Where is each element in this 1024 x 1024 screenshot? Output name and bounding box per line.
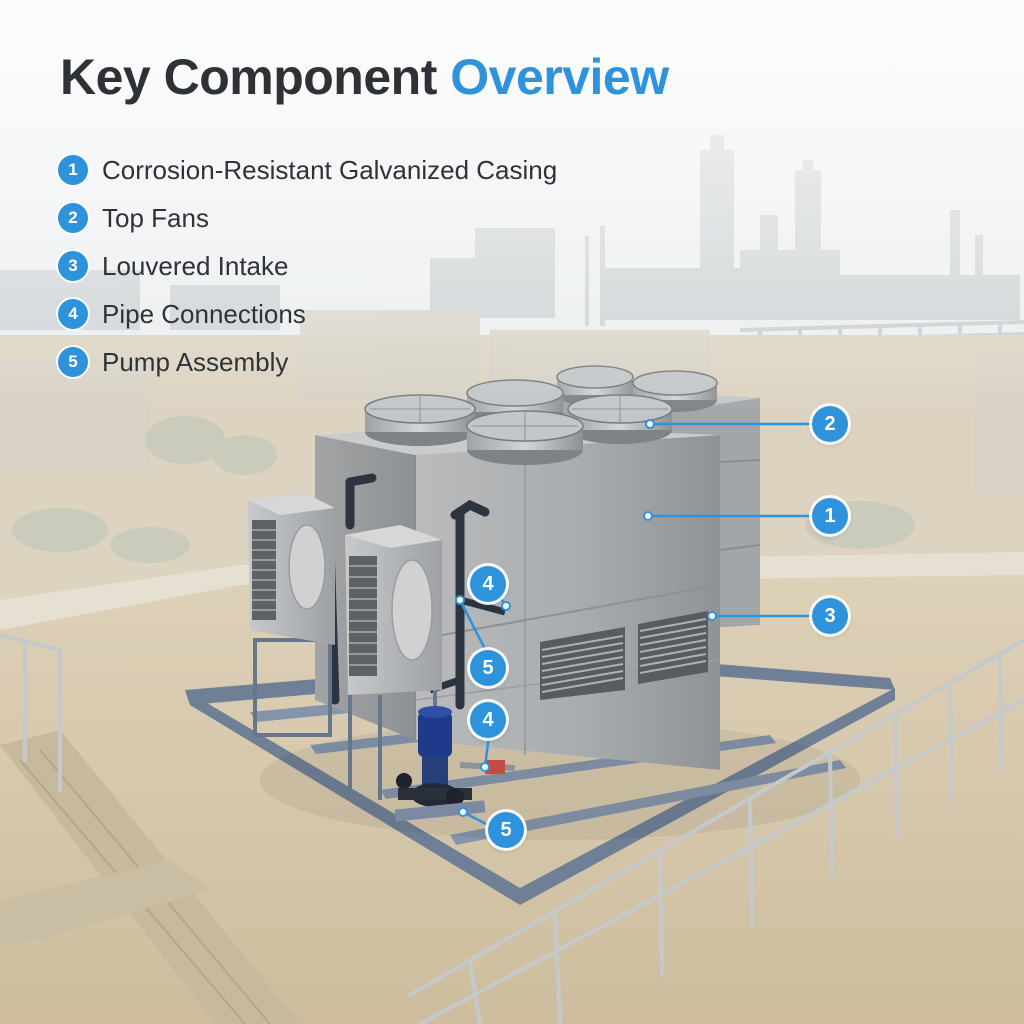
component-legend: 1 Corrosion-Resistant Galvanized Casing … [58,146,557,386]
title-accent: Overview [450,49,669,105]
legend-item-casing: 1 Corrosion-Resistant Galvanized Casing [58,146,557,194]
legend-item-louvered-intake: 3 Louvered Intake [58,242,557,290]
legend-label: Corrosion-Resistant Galvanized Casing [102,154,558,185]
legend-number-badge: 1 [58,155,88,185]
callout-pump-assembly-upper: 5 [470,650,506,686]
legend-number-badge: 5 [58,347,88,377]
legend-label: Pump Assembly [102,346,289,377]
callout-louvered-intake: 3 [812,598,848,634]
callout-pump-assembly-lower: 5 [488,812,524,848]
legend-label: Pipe Connections [102,298,306,329]
callout-casing: 1 [812,498,848,534]
legend-item-pipe-connections: 4 Pipe Connections [58,290,557,338]
legend-number-badge: 3 [58,251,88,281]
legend-number-badge: 2 [58,203,88,233]
page-title: Key Component Overview [60,48,669,106]
legend-label: Top Fans [102,202,209,233]
callout-pipe-connections-upper: 4 [470,566,506,602]
title-main: Key Component [60,49,437,105]
legend-number-badge: 4 [58,299,88,329]
legend-label: Louvered Intake [102,250,289,281]
callout-pipe-connections-lower: 4 [470,702,506,738]
legend-item-pump-assembly: 5 Pump Assembly [58,338,557,386]
legend-item-top-fans: 2 Top Fans [58,194,557,242]
callout-top-fans: 2 [812,406,848,442]
